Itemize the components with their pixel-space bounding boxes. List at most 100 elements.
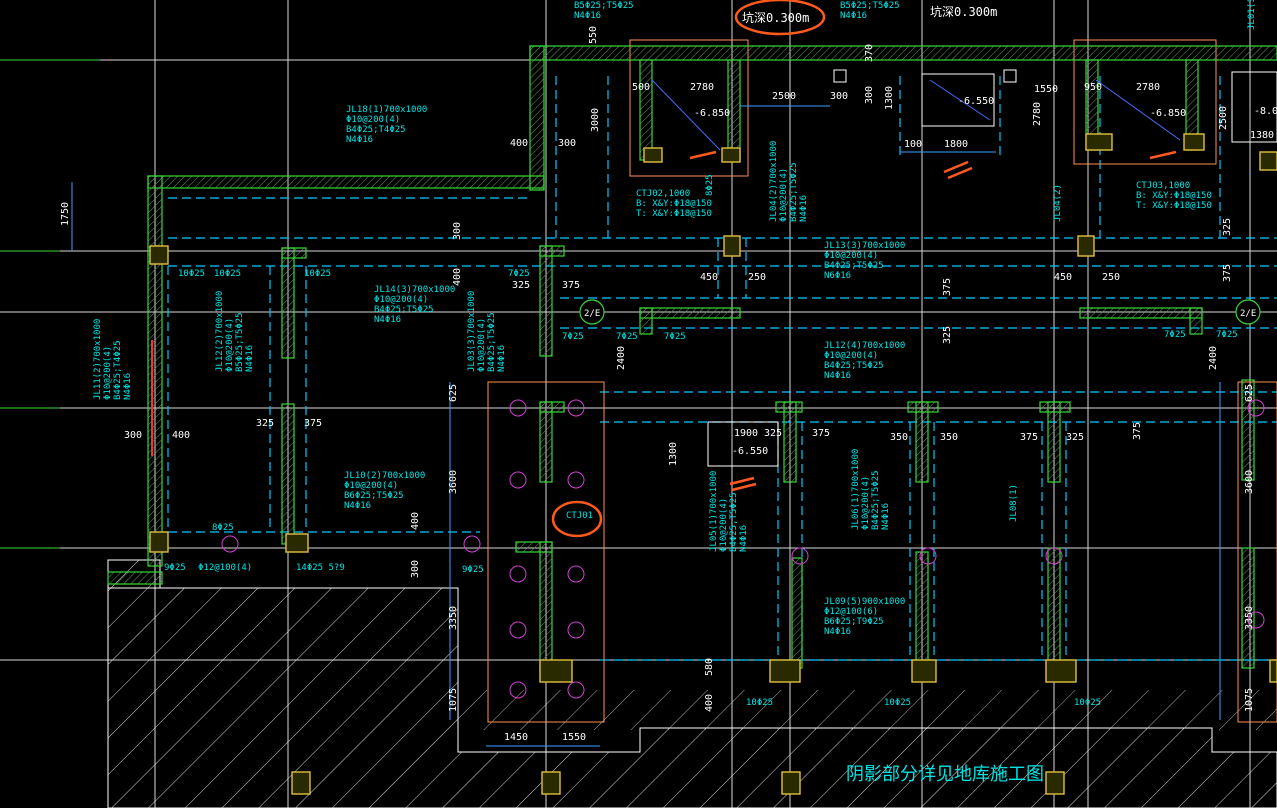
beam-label-jl12b: JL12(2)700x1000 Φ10@200(4) B5Φ25;T5Φ25 N… <box>215 291 255 372</box>
svg-text:2780: 2780 <box>690 82 714 93</box>
svg-text:Φ10@200(4): Φ10@200(4) <box>824 251 878 261</box>
pile-cap-label-ctj02: CTJ02,1000 B: X&Y:Φ18@150 T: X&Y:Φ18@150 <box>636 189 712 219</box>
svg-text:2400: 2400 <box>1208 346 1219 370</box>
svg-text:2500: 2500 <box>772 91 796 102</box>
svg-text:300: 300 <box>124 430 142 441</box>
green-axis-left <box>0 59 100 549</box>
svg-text:JL12(4)700x1000: JL12(4)700x1000 <box>824 341 905 351</box>
svg-text:Φ10@200(4): Φ10@200(4) <box>103 346 113 400</box>
svg-text:B4Φ25;T5Φ25: B4Φ25;T5Φ25 <box>487 312 497 372</box>
svg-text:300: 300 <box>452 222 463 240</box>
basement-hatch-region <box>107 559 1277 808</box>
pit-outlines <box>707 69 1277 467</box>
svg-text:Φ10@200(4): Φ10@200(4) <box>477 318 487 372</box>
svg-text:1075: 1075 <box>1244 688 1255 712</box>
svg-text:Φ10@200(4): Φ10@200(4) <box>344 481 398 491</box>
svg-text:B4Φ25;T5Φ25: B4Φ25;T5Φ25 <box>374 305 434 315</box>
axis-bubbles <box>579 299 1261 325</box>
svg-text:9Φ25: 9Φ25 <box>164 563 186 573</box>
svg-text:JL12(2)700x1000: JL12(2)700x1000 <box>215 291 225 372</box>
svg-text:350: 350 <box>890 432 908 443</box>
piles <box>221 399 1265 699</box>
svg-text:3600: 3600 <box>1244 470 1255 494</box>
svg-text:625: 625 <box>1244 384 1255 402</box>
svg-text:250: 250 <box>748 272 766 283</box>
svg-text:325: 325 <box>256 418 274 429</box>
svg-text:375: 375 <box>1020 432 1038 443</box>
svg-text:3600: 3600 <box>448 470 459 494</box>
svg-text:300: 300 <box>864 86 875 104</box>
svg-text:2500: 2500 <box>1218 106 1229 130</box>
svg-text:10Φ25: 10Φ25 <box>304 269 331 279</box>
svg-text:1380: 1380 <box>1250 130 1274 141</box>
svg-text:3350: 3350 <box>448 606 459 630</box>
columns <box>149 133 1277 795</box>
beam-label-jl01: JL01(1) <box>1247 0 1257 30</box>
svg-text:14Φ25 5?9: 14Φ25 5?9 <box>296 563 345 573</box>
beam-label-jl14: JL14(3)700x1000 Φ10@200(4) B4Φ25;T5Φ25 N… <box>374 285 455 325</box>
svg-text:N4Φ16: N4Φ16 <box>344 501 371 511</box>
svg-text:1900: 1900 <box>734 428 758 439</box>
svg-text:B6Φ25;T9Φ25: B6Φ25;T9Φ25 <box>824 617 884 627</box>
svg-text:B5Φ25;T5Φ25: B5Φ25;T5Φ25 <box>574 1 634 11</box>
svg-text:N4Φ16: N4Φ16 <box>799 195 809 222</box>
level-pit1: -6.850 <box>694 108 730 119</box>
svg-text:CTJ03,1000: CTJ03,1000 <box>1136 181 1190 191</box>
svg-text:400: 400 <box>452 268 463 286</box>
svg-text:1550: 1550 <box>562 732 586 743</box>
svg-text:N4Φ16: N4Φ16 <box>881 503 891 530</box>
svg-text:375: 375 <box>1222 264 1233 282</box>
svg-text:JL04(2)700x1000: JL04(2)700x1000 <box>769 141 779 222</box>
svg-text:625: 625 <box>448 384 459 402</box>
pit-depth-right: 坑深0.300m <box>930 4 997 19</box>
svg-text:7Φ25: 7Φ25 <box>1216 330 1238 340</box>
beam-label-jl08: JL08(1) <box>1009 484 1019 522</box>
beam-label-jl04: JL04(2)700x1000 Φ10@200(4) B4Φ25;T5Φ25 N… <box>769 141 809 222</box>
svg-text:8Φ25: 8Φ25 <box>705 174 715 196</box>
svg-text:Φ12@100(6): Φ12@100(6) <box>824 607 878 617</box>
svg-text:N4Φ16: N4Φ16 <box>824 371 851 381</box>
svg-text:N6Φ16: N6Φ16 <box>824 271 851 281</box>
svg-text:N4Φ16: N4Φ16 <box>497 345 507 372</box>
svg-text:3000: 3000 <box>590 108 601 132</box>
beam-label-jl04b: JL04(2) <box>1053 184 1063 222</box>
svg-text:7Φ25: 7Φ25 <box>562 332 584 342</box>
svg-text:T: X&Y:Φ18@150: T: X&Y:Φ18@150 <box>1136 201 1212 211</box>
svg-text:350: 350 <box>940 432 958 443</box>
svg-text:2780: 2780 <box>1032 102 1043 126</box>
svg-text:Φ10@200(4): Φ10@200(4) <box>719 498 729 552</box>
svg-text:B4Φ25;T5Φ25: B4Φ25;T5Φ25 <box>871 470 881 530</box>
svg-text:450: 450 <box>700 272 718 283</box>
svg-text:10Φ25: 10Φ25 <box>178 269 205 279</box>
svg-text:N4Φ16: N4Φ16 <box>123 373 133 400</box>
svg-text:325: 325 <box>512 280 530 291</box>
svg-text:400: 400 <box>410 512 421 530</box>
svg-text:JL11(2)700x1000: JL11(2)700x1000 <box>93 319 103 400</box>
svg-text:B4Φ25;T5Φ25: B4Φ25;T5Φ25 <box>789 162 799 222</box>
svg-text:375: 375 <box>562 280 580 291</box>
svg-text:N4Φ16: N4Φ16 <box>374 315 401 325</box>
svg-text:JL03(3)700x1000: JL03(3)700x1000 <box>467 291 477 372</box>
svg-text:9Φ25: 9Φ25 <box>462 565 484 575</box>
pile-cap-label-ctj03: CTJ03,1000 B: X&Y:Φ18@150 T: X&Y:Φ18@150 <box>1136 181 1212 211</box>
svg-text:1750: 1750 <box>60 202 71 226</box>
dimension-texts: 550 2780 500 2500 300 370 300 1300 2780 … <box>60 26 1274 743</box>
svg-text:N4Φ16: N4Φ16 <box>824 627 851 637</box>
svg-text:450: 450 <box>1054 272 1072 283</box>
beam-label-jl03: JL03(3)700x1000 Φ10@200(4) B4Φ25;T5Φ25 N… <box>467 291 507 372</box>
svg-text:375: 375 <box>1132 422 1143 440</box>
svg-text:B4Φ25;T4Φ25: B4Φ25;T4Φ25 <box>113 340 123 400</box>
svg-text:950: 950 <box>1084 82 1102 93</box>
svg-text:B6Φ25;T5Φ25: B6Φ25;T5Φ25 <box>344 491 404 501</box>
svg-text:375: 375 <box>304 418 322 429</box>
axis-label-a1: 2/E <box>584 309 600 319</box>
svg-text:250: 250 <box>1102 272 1120 283</box>
svg-text:Φ10@200(4): Φ10@200(4) <box>779 168 789 222</box>
svg-text:B4Φ25;T4Φ25: B4Φ25;T4Φ25 <box>346 125 406 135</box>
svg-text:Φ10@200(4): Φ10@200(4) <box>225 318 235 372</box>
svg-text:B4Φ25;T5Φ25: B4Φ25;T5Φ25 <box>824 261 884 271</box>
svg-text:10Φ25: 10Φ25 <box>884 698 911 708</box>
svg-text:100: 100 <box>904 139 922 150</box>
beam-dashed-lines <box>167 76 1277 661</box>
svg-text:325: 325 <box>1066 432 1084 443</box>
